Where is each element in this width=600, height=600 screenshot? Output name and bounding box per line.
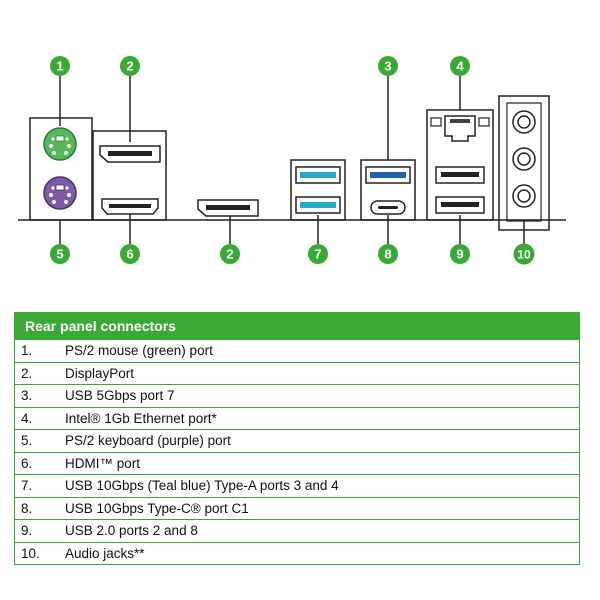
row-label: Intel® 1Gb Ethernet port* bbox=[65, 410, 217, 426]
svg-text:9: 9 bbox=[456, 247, 463, 262]
table-row: 8. USB 10Gbps Type-C® port C1 bbox=[15, 496, 579, 520]
svg-text:5: 5 bbox=[56, 247, 63, 262]
usb-c-port-icon bbox=[370, 200, 406, 215]
displayport-icon-1 bbox=[99, 145, 161, 163]
audio-jack-icon-3 bbox=[512, 184, 536, 208]
callout-7: 7 bbox=[308, 244, 328, 264]
row-number: 5. bbox=[21, 433, 33, 448]
row-label: PS/2 keyboard (purple) port bbox=[65, 433, 231, 448]
svg-text:1: 1 bbox=[56, 59, 63, 74]
row-label: USB 10Gbps (Teal blue) Type-A ports 3 an… bbox=[65, 478, 339, 493]
displayport-icon-2 bbox=[197, 199, 259, 217]
callout-9: 9 bbox=[450, 244, 470, 264]
callout-1: 1 bbox=[50, 56, 70, 76]
row-number: 9. bbox=[21, 523, 33, 538]
row-label: PS/2 mouse (green) port bbox=[65, 343, 213, 358]
callout-3: 3 bbox=[378, 56, 398, 76]
ps2-mouse-port-icon bbox=[43, 127, 77, 161]
callout-5: 5 bbox=[50, 244, 70, 264]
row-label: DisplayPort bbox=[65, 365, 135, 381]
hdmi-port-icon bbox=[101, 198, 159, 215]
row-number: 4. bbox=[21, 410, 33, 426]
svg-text:2: 2 bbox=[226, 247, 233, 262]
row-label: USB 5Gbps port 7 bbox=[65, 388, 175, 403]
row-number: 2. bbox=[21, 365, 33, 381]
svg-text:4: 4 bbox=[456, 59, 464, 74]
usb-a-teal-port-icon-2 bbox=[295, 196, 341, 214]
usb-a-blue-port-icon bbox=[365, 166, 411, 184]
table-row: 3. USB 5Gbps port 7 bbox=[15, 384, 579, 407]
row-number: 10. bbox=[21, 545, 40, 561]
svg-text:6: 6 bbox=[126, 247, 133, 262]
svg-text:8: 8 bbox=[384, 247, 391, 262]
callout-10: 10 bbox=[513, 243, 535, 265]
svg-text:2: 2 bbox=[126, 59, 133, 74]
callout-8: 8 bbox=[378, 244, 398, 264]
row-number: 8. bbox=[21, 500, 33, 516]
svg-text:10: 10 bbox=[517, 248, 531, 262]
table-row: 10. Audio jacks** bbox=[15, 541, 579, 565]
row-number: 6. bbox=[21, 455, 33, 471]
table-row: 1. PS/2 mouse (green) port bbox=[15, 339, 579, 362]
usb2-port-icon-1 bbox=[435, 166, 485, 184]
row-number: 7. bbox=[21, 478, 33, 493]
audio-jack-icon-1 bbox=[512, 110, 536, 134]
ps2-keyboard-port-icon bbox=[43, 176, 77, 210]
row-label: Audio jacks** bbox=[65, 545, 145, 561]
row-label: USB 2.0 ports 2 and 8 bbox=[65, 523, 198, 538]
ethernet-port-icon bbox=[430, 115, 490, 142]
audio-jack-icon-2 bbox=[512, 147, 536, 171]
table-title: Rear panel connectors bbox=[15, 313, 579, 339]
svg-text:3: 3 bbox=[384, 59, 391, 74]
usb-a-teal-port-icon-1 bbox=[295, 166, 341, 184]
callout-6: 6 bbox=[120, 244, 140, 264]
table-row: 2. DisplayPort bbox=[15, 361, 579, 385]
row-label: USB 10Gbps Type-C® port C1 bbox=[65, 500, 249, 516]
callout-4: 4 bbox=[450, 56, 470, 76]
row-number: 3. bbox=[21, 388, 33, 403]
table-row: 9. USB 2.0 ports 2 and 8 bbox=[15, 519, 579, 542]
table-row: 5. PS/2 keyboard (purple) port bbox=[15, 429, 579, 452]
svg-text:7: 7 bbox=[314, 247, 321, 262]
rear-panel-diagram: 1 2 3 4 5 6 2 7 8 9 10 bbox=[18, 56, 566, 265]
table-row: 7. USB 10Gbps (Teal blue) Type-A ports 3 … bbox=[15, 474, 579, 497]
row-label: HDMI™ port bbox=[65, 455, 141, 471]
table-row: 4. Intel® 1Gb Ethernet port* bbox=[15, 406, 579, 430]
table-row: 6. HDMI™ port bbox=[15, 451, 579, 475]
callout-2-bottom: 2 bbox=[220, 244, 240, 264]
rear-panel-connectors-table: Rear panel connectors 1. PS/2 mouse (gree… bbox=[14, 312, 580, 565]
row-number: 1. bbox=[21, 343, 33, 358]
usb2-port-icon-2 bbox=[435, 196, 485, 214]
callout-2-top: 2 bbox=[120, 56, 140, 76]
